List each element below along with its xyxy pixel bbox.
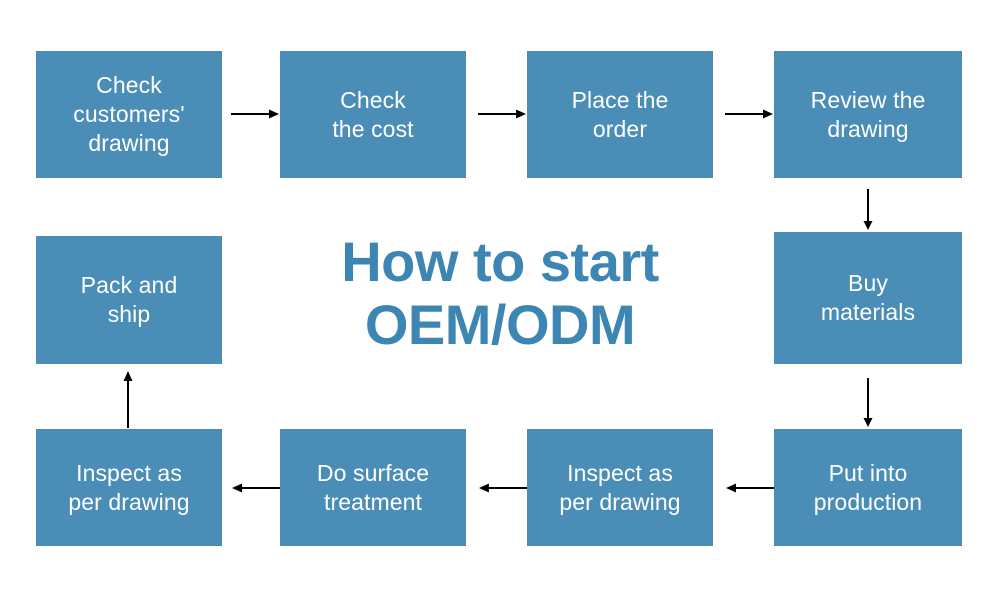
- arrow-check-customers-drawing-to-check-the-cost: [231, 107, 280, 121]
- node-label: Inspect as per drawing: [68, 459, 190, 515]
- node-label: Check the cost: [332, 86, 414, 142]
- arrow-review-the-drawing-to-buy-materials: [861, 189, 875, 231]
- node-check-customers-drawing[interactable]: Check customers' drawing: [36, 51, 222, 178]
- node-inspect-as-per-drawing-2[interactable]: Inspect as per drawing: [527, 429, 713, 546]
- node-label: Do surface treatment: [316, 459, 430, 515]
- arrow-inspect-as-per-drawing-to-pack-and-ship: [121, 371, 135, 429]
- node-label: Inspect as per drawing: [559, 459, 681, 515]
- diagram-title: How to start OEM/ODM: [341, 230, 659, 356]
- node-check-the-cost[interactable]: Check the cost: [280, 51, 466, 178]
- node-review-the-drawing[interactable]: Review the drawing: [774, 51, 962, 178]
- node-label: Put into production: [813, 459, 923, 515]
- arrow-check-the-cost-to-place-the-order: [478, 107, 527, 121]
- node-label: Buy materials: [820, 270, 916, 325]
- arrow-buy-materials-to-put-into-production: [861, 378, 875, 428]
- node-label: Check customers' drawing: [73, 72, 185, 156]
- arrow-do-surface-treatment-to-inspect-as-per-drawing-1: [231, 481, 280, 495]
- arrow-place-the-order-to-review-the-drawing: [725, 107, 774, 121]
- node-label: Review the drawing: [810, 86, 926, 142]
- node-place-the-order[interactable]: Place the order: [527, 51, 713, 178]
- node-label: Pack and ship: [80, 272, 178, 327]
- node-buy-materials[interactable]: Buy materials: [774, 232, 962, 364]
- node-inspect-as-per-drawing-1[interactable]: Inspect as per drawing: [36, 429, 222, 546]
- arrow-put-into-production-to-inspect-as-per-drawing-2: [725, 481, 774, 495]
- node-pack-and-ship[interactable]: Pack and ship: [36, 236, 222, 364]
- node-do-surface-treatment[interactable]: Do surface treatment: [280, 429, 466, 546]
- node-put-into-production[interactable]: Put into production: [774, 429, 962, 546]
- arrow-inspect-as-per-drawing-2-to-do-surface-treatment: [478, 481, 527, 495]
- node-label: Place the order: [571, 86, 669, 142]
